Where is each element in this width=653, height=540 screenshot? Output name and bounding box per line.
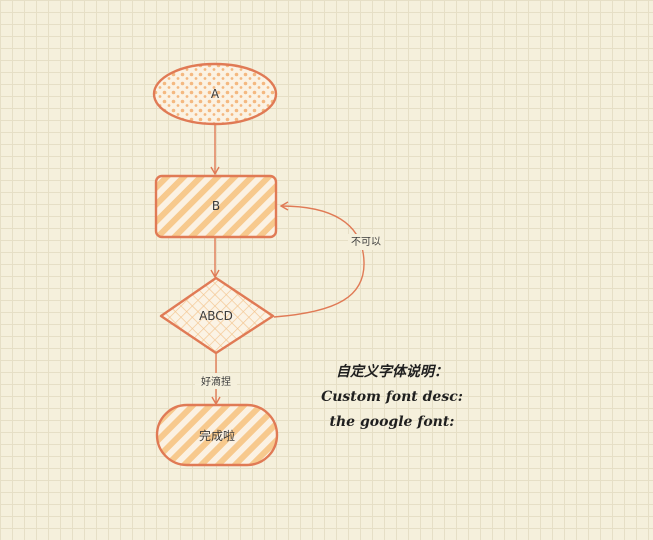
node-a[interactable]: A: [152, 62, 278, 126]
edge-abcd-to-done: 好滴捏: [195, 354, 237, 406]
node-a-label: A: [211, 87, 220, 101]
edge-label-ok: 好滴捏: [201, 375, 231, 388]
node-done[interactable]: 完成啦: [155, 403, 279, 467]
node-abcd[interactable]: ABCD: [159, 276, 275, 355]
node-abcd-label: ABCD: [199, 309, 233, 323]
note-line-3: the google font:: [330, 414, 455, 430]
note-line-2: Custom font desc:: [321, 389, 463, 405]
node-b-label: B: [212, 199, 220, 213]
edge-label-no: 不可以: [351, 237, 381, 248]
node-done-label: 完成啦: [199, 428, 235, 443]
font-note: 自定义字体说明： Custom font desc: the google fo…: [321, 363, 463, 430]
note-line-1: 自定义字体说明：: [336, 363, 448, 380]
node-b[interactable]: B: [154, 174, 278, 239]
edge-abcd-to-b: 不可以: [273, 201, 384, 318]
